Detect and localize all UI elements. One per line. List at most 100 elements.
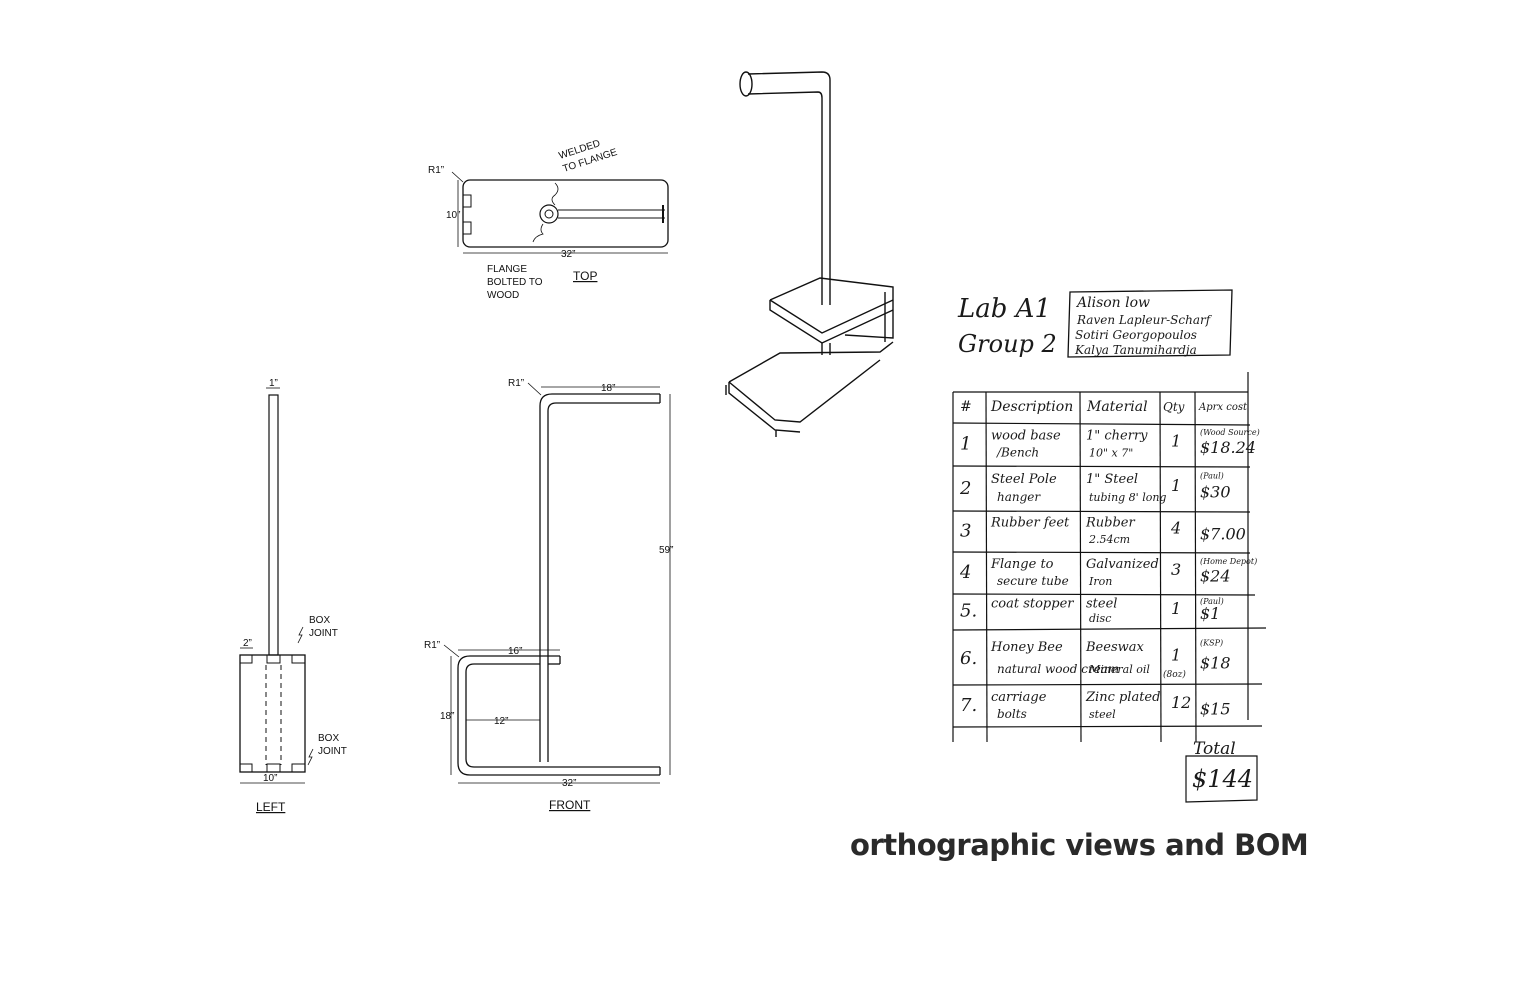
left-view: 1” 2” 10” BOX JOINT BOX JOINT LEFT [239,378,347,814]
member-3: Sotiri Georgopoulos [1075,328,1197,342]
page-title: orthographic views and BOM [850,828,1309,862]
bom-cell-qty: 1 [1171,599,1181,618]
front-length-label: 32” [562,778,576,789]
bom-cell-material-2: tubing 8' long [1089,491,1166,504]
bench-height-label: 18” [440,711,454,722]
top-width-label: 10” [446,210,460,221]
bom-cell-material: steel [1086,597,1117,612]
box-joint-bottom-2: JOINT [318,746,347,757]
bom-row: 7. carriage bolts Zinc plated steel 12 $15 [960,690,1231,721]
height-label: 59” [659,545,673,556]
bom-cell-note: (Home Depot) [1200,557,1257,566]
bom-cell-cost: $18 [1200,654,1231,673]
bom-cell-cost: $30 [1200,483,1231,502]
flange-note-1: FLANGE [487,264,527,275]
bom-cell-cost: $24 [1200,566,1231,585]
bom-cell-description: Steel Pole [991,472,1057,487]
top-view-joint [462,221,472,235]
bom-header-material: Material [1086,399,1148,415]
bom-cell-description: Flange to [990,557,1054,572]
bom-cell-material-2: 2.54cm [1088,533,1130,546]
front-frame-inner [547,402,660,762]
front-view-caption: FRONT [549,798,591,812]
bom-cell-description-2: natural wood cream [997,662,1119,676]
front-bench-inner [465,663,660,768]
bom-cell-num: 2 [959,478,971,499]
bom-cell-qty-2: (8oz) [1163,669,1186,680]
bom-header-description: Description [990,399,1073,415]
bom-cell-material: 1" Steel [1086,472,1138,487]
bom-cell-qty: 4 [1170,519,1181,538]
bench-label: 16” [508,646,522,657]
bom-cell-description-2: hanger [997,490,1041,504]
bom-row: 3 Rubber feet Rubber 2.54cm 4 $7.00 [960,516,1246,546]
top-view-caption: TOP [573,269,597,283]
bom-header-qty: Qty [1163,400,1185,414]
bom-cell-cost: $15 [1200,699,1231,718]
pole-dia-label: 1” [269,378,278,389]
bom-cell-material-2: Iron [1088,575,1112,588]
bom-row: 2 Steel Pole hanger 1" Steel tubing 8' long 1… [959,472,1231,505]
front-frame-outer [539,393,660,762]
isometric-sketch [725,71,894,437]
flange-circle [539,204,559,224]
bom-cell-description-2: secure tube [997,574,1069,588]
bom-header-num: # [960,399,972,415]
top-radius-label: R1” [428,165,444,176]
member-1: Alison low [1075,295,1150,311]
lab-label: Lab A1 [957,294,1051,324]
bom-cell-material: Zinc plated [1085,690,1160,705]
left-base [239,654,306,773]
lab-header: Lab A1 Group 2 Alison low Raven Lapleur-… [957,289,1233,358]
bom-cell-description-2: bolts [997,707,1027,721]
bom-cell-num: 5. [960,600,977,621]
pole-circle [544,209,554,219]
bom-table [952,372,1267,803]
flange-note-2: BOLTED TO [487,277,543,288]
arm-label: 18” [601,383,615,394]
bom-cell-description: Rubber feet [990,516,1070,531]
bom-cell-qty: 12 [1171,693,1191,712]
top-view-outline [462,179,669,248]
front-radius-top: R1” [508,378,524,389]
front-bench-outer [457,655,660,776]
bom-cell-note: (KSP) [1200,638,1223,647]
bom-cell-cost: $7.00 [1200,525,1246,544]
bom-cell-num: 4 [959,562,971,583]
top-view: R1” 10” 32” WELDED TO FLANGE FLANGE BOLT… [428,138,669,301]
top-view-joint [462,194,472,208]
bom-cell-material-2: Mineral oil [1088,663,1150,676]
left-pole [268,394,279,656]
bom-cell-material-2: steel [1089,708,1116,721]
bom-cell-note: (Wood Source) [1200,428,1260,437]
box-joint-top-2: JOINT [309,628,338,639]
bom-cell-cost: $18.24 [1200,438,1256,457]
bom-cell-description: carriage [991,690,1047,705]
bom-cell-qty: 1 [1171,645,1181,664]
box-joint-bottom-1: BOX [318,733,339,744]
bom-cell-note: (Paul) [1200,472,1224,481]
bom-header-row: # Description Material Qty Aprx cost [960,399,1248,415]
bom-cell-num: 7. [960,695,977,716]
box-joint-top-1: BOX [309,615,330,626]
total-label: Total [1193,739,1236,759]
bom-cell-material: Rubber [1085,516,1135,531]
front-radius-bottom: R1” [424,640,440,651]
bom-cell-material: Galvanized [1086,557,1159,572]
left-width-label: 10” [263,773,277,784]
bom-cell-description-2: /Bench [996,446,1039,460]
bom-cell-num: 1 [960,434,971,455]
bom-cell-num: 3 [960,520,971,541]
bom-cell-cost: $1 [1200,604,1220,623]
group-label: Group 2 [958,330,1057,358]
bom-cell-material-2: 10" x 7" [1089,447,1133,460]
bom-header-cost: Aprx cost [1198,402,1248,413]
bom-cell-material-2: disc [1089,612,1111,625]
bom-cell-qty: 1 [1171,476,1181,495]
pole-offset-label: 12” [494,716,508,727]
